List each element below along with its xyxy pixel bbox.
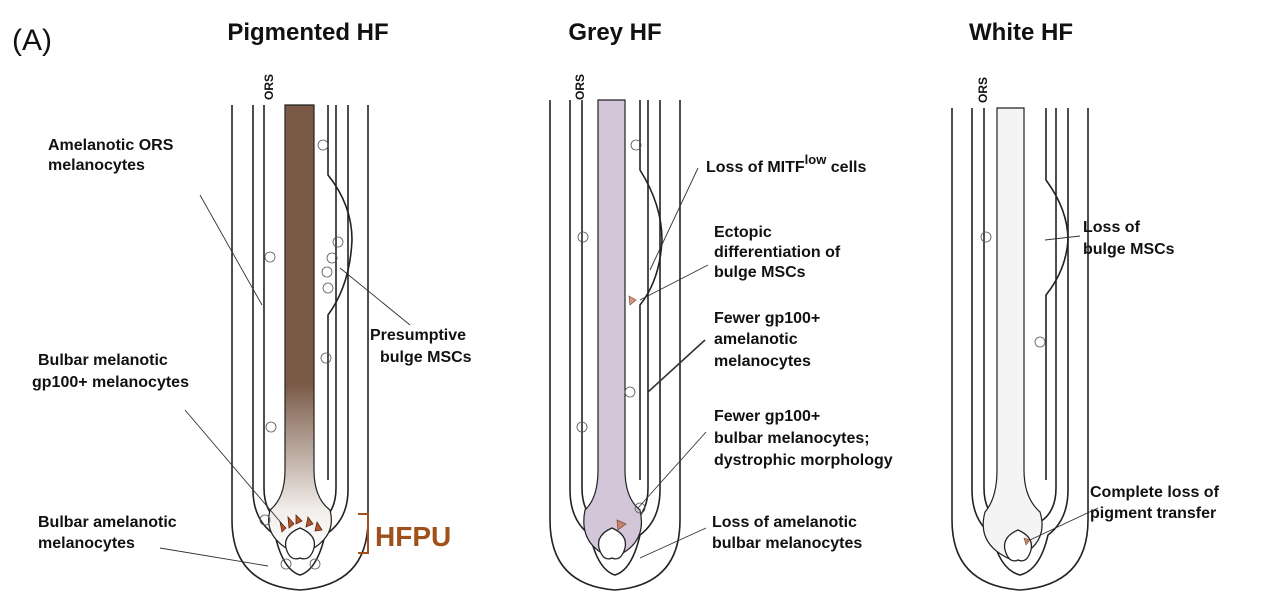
white-bulge bbox=[1045, 108, 1069, 480]
label-loss-amelanotic-bulbar-l2: bulbar melanocytes bbox=[712, 535, 862, 552]
grey-ors-cells bbox=[576, 139, 646, 514]
hfpu-bracket bbox=[358, 513, 369, 554]
panel-letter: (A) bbox=[12, 24, 52, 57]
label-bulbar-melanotic-l2: gp100+ melanocytes bbox=[32, 374, 189, 391]
grey-ors-wall bbox=[569, 100, 661, 576]
pigmented-bulge bbox=[327, 105, 353, 480]
grey-ors-label: ORS bbox=[573, 74, 587, 100]
label-fewer-bulbar-l1: Fewer gp100+ bbox=[714, 408, 820, 425]
label-complete-loss-l1: Complete loss of bbox=[1090, 484, 1220, 501]
grey-outer-wall bbox=[549, 100, 681, 591]
label-loss-bulge-l1: Loss of bbox=[1083, 219, 1141, 236]
pointer-amelanotic-ors bbox=[199, 194, 263, 306]
pointer-complete-loss bbox=[1029, 507, 1099, 541]
pigmented-ors-label: ORS bbox=[262, 74, 276, 100]
label-bulbar-melanotic-l1: Bulbar melanotic bbox=[38, 352, 168, 369]
pointer-ectopic bbox=[639, 264, 709, 301]
white-hair-shaft bbox=[982, 107, 1043, 561]
white-hf-title: White HF bbox=[969, 19, 1073, 46]
pointer-fewer-amelanotic bbox=[647, 339, 706, 393]
grey-ectopic-cell bbox=[628, 295, 637, 306]
grey-hf-title: Grey HF bbox=[568, 19, 661, 46]
label-fewer-bulbar-l2: bulbar melanocytes; bbox=[714, 430, 870, 447]
pigmented-dermal-papilla bbox=[284, 527, 316, 560]
white-outer-wall bbox=[951, 108, 1089, 591]
label-fewer-amelanotic-l3: melanocytes bbox=[714, 353, 811, 370]
label-fewer-amelanotic-l2: amelanotic bbox=[714, 331, 798, 348]
pigmented-ors-wall bbox=[252, 105, 349, 576]
pigmented-hf-panel: Pigmented HF ORS Amelan bbox=[32, 19, 472, 591]
grey-hf-panel: Grey HF ORS Loss of MITFlow cells Ectopi… bbox=[549, 19, 893, 591]
label-presumptive-bulge-l1: Presumptive bbox=[370, 327, 466, 344]
label-complete-loss-l2: pigment transfer bbox=[1090, 505, 1216, 522]
white-hf-panel: White HF ORS Loss of bulge MSCs Complete… bbox=[951, 19, 1220, 591]
white-ors-wall bbox=[971, 108, 1069, 576]
pigmented-outer-wall bbox=[231, 105, 369, 591]
pointer-bulbar-melanotic bbox=[184, 409, 284, 526]
pointer-presumptive-bulge bbox=[339, 267, 411, 326]
white-dermal-papilla bbox=[1003, 529, 1033, 562]
pointer-loss-mitf bbox=[649, 167, 699, 271]
label-bulbar-amelanotic-l2: melanocytes bbox=[38, 535, 135, 552]
label-ectopic-l1: Ectopic bbox=[714, 224, 772, 241]
pointer-fewer-bulbar bbox=[637, 431, 707, 509]
label-bulbar-amelanotic-l1: Bulbar amelanotic bbox=[38, 514, 177, 531]
label-presumptive-bulge-l2: bulge MSCs bbox=[380, 349, 472, 366]
label-loss-amelanotic-bulbar-l1: Loss of amelanotic bbox=[712, 514, 857, 531]
grey-dermal-papilla bbox=[597, 527, 627, 560]
grey-bulge bbox=[639, 100, 663, 480]
grey-bulb-cell bbox=[616, 519, 627, 531]
label-loss-mitf: Loss of MITFlow cells bbox=[706, 152, 866, 176]
label-ectopic-l2: differentiation of bbox=[714, 244, 841, 261]
label-fewer-bulbar-l3: dystrophic morphology bbox=[714, 452, 893, 469]
label-fewer-amelanotic-l1: Fewer gp100+ bbox=[714, 310, 820, 327]
label-loss-bulge-l2: bulge MSCs bbox=[1083, 241, 1175, 258]
grey-hair-shaft bbox=[583, 99, 642, 559]
pigmented-hf-title: Pigmented HF bbox=[227, 19, 388, 46]
label-ectopic-l3: bulge MSCs bbox=[714, 264, 806, 281]
label-amelanotic-ors-l2: melanocytes bbox=[48, 157, 145, 174]
pointer-loss-bulge bbox=[1044, 235, 1081, 241]
pigmented-ors-cells bbox=[259, 139, 344, 570]
label-amelanotic-ors-l1: Amelanotic ORS bbox=[48, 137, 174, 154]
pigmented-hair-shaft bbox=[268, 104, 332, 556]
white-ors-label: ORS bbox=[976, 77, 990, 103]
pointer-loss-amelanotic-bulbar bbox=[639, 527, 707, 559]
hfpu-label: HFPU bbox=[375, 521, 451, 552]
white-bulb-cell bbox=[1023, 537, 1031, 546]
pigmented-bulb-melanocytes bbox=[279, 514, 323, 533]
white-ors-cells bbox=[980, 231, 1046, 348]
pointer-bulbar-amelanotic bbox=[159, 547, 269, 567]
